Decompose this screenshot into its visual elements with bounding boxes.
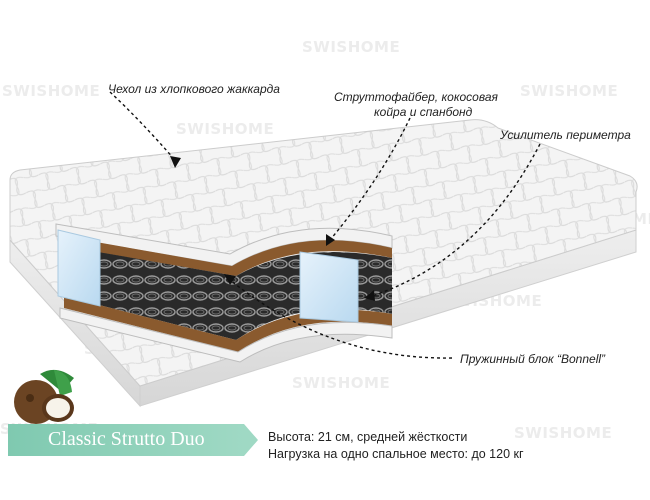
perimeter-foam-left	[57, 229, 101, 307]
spec-height: Высота: 21 см, средней жёсткости	[268, 430, 468, 444]
arrowhead-perimeter	[364, 290, 375, 301]
coir-layer-bottom	[64, 296, 392, 352]
watermark: SWISHOME	[2, 82, 101, 100]
callout-filling-line2: койра и спанбонд	[374, 105, 473, 119]
callout-springs: Пружинный блок “Bonnell”	[460, 352, 606, 366]
product-name: Classic Strutto Duo	[48, 428, 205, 450]
coconut-illustration	[14, 369, 74, 424]
callout-filling: Струттофайбер, кокосовая койра и спанбон…	[334, 90, 498, 120]
watermark: SWISHOME	[176, 120, 275, 138]
spec-load: Нагрузка на одно спальное место: до 120 …	[268, 447, 524, 461]
leader-filling	[329, 117, 411, 241]
coir-layer-top	[62, 236, 392, 276]
watermark: SWISHOME	[292, 374, 391, 392]
product-name-banner	[8, 424, 258, 456]
watermark: SWISHOME	[520, 82, 619, 100]
arrowhead-springs	[224, 274, 236, 285]
arrowhead-filling	[326, 234, 335, 246]
arrowhead-cover	[170, 156, 181, 168]
perimeter-foam-right	[299, 251, 359, 323]
watermark: SWISHOME	[514, 424, 613, 442]
callout-cover: Чехол из хлопкового жаккарда	[108, 82, 280, 96]
cutaway-bottom-layer	[59, 307, 393, 363]
leader-cover	[109, 91, 176, 161]
leader-perimeter	[371, 143, 541, 297]
leader-springs	[229, 279, 453, 359]
callout-perimeter: Усилитель периметра	[500, 128, 631, 142]
watermark: SWISHOME	[302, 38, 401, 56]
callout-filling-line1: Струттофайбер, кокосовая	[334, 90, 498, 104]
